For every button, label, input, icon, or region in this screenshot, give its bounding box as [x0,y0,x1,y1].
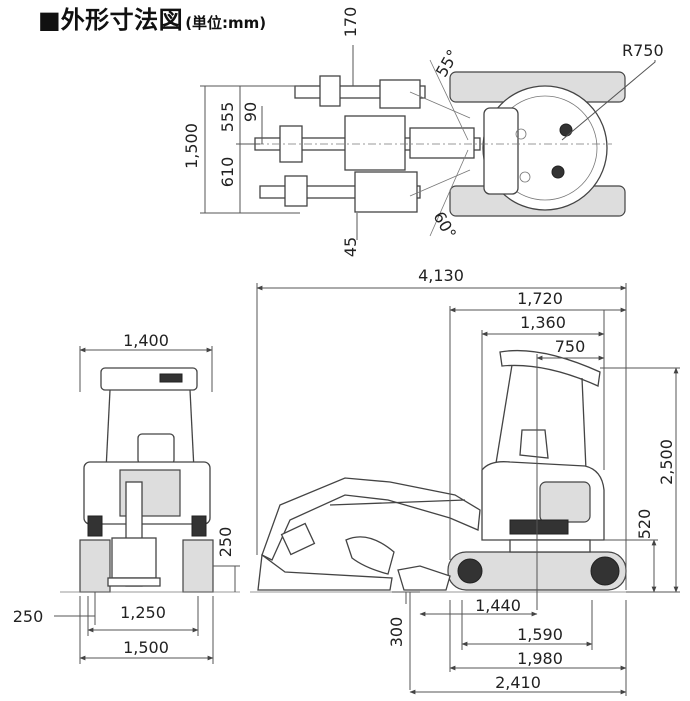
top-fitting-2 [551,165,565,179]
dim-side-1360: 1,360 [520,313,566,332]
side-blade [397,565,451,591]
top-cab [483,107,519,195]
front-canopy [100,367,198,391]
dim-top-170: 170 [341,7,360,38]
side-bucket [345,536,395,575]
title-square-mark: ■ [38,6,61,34]
dim-side-1980: 1,980 [517,649,563,668]
dim-front-track-width: 250 [13,607,44,626]
front-track-right [182,539,214,593]
front-seat [137,433,175,465]
dim-side-520: 520 [635,509,654,540]
top-fitting-1 [559,123,573,137]
dim-top-radius: R750 [622,41,664,60]
dim-top-width: 1,500 [182,123,201,169]
dim-top-offset-right: 610 [218,157,237,188]
dim-side-2410: 2,410 [495,673,541,692]
dim-side-1590: 1,590 [517,625,563,644]
side-seat [519,429,549,459]
dim-side-1720: 1,720 [517,289,563,308]
dim-side-height: 2,500 [657,439,676,485]
front-view: 1,400 250 250 1,250 1,500 [13,331,240,664]
top-fitting-4 [519,171,531,183]
dim-side-750: 750 [555,337,586,356]
dim-front-width: 1,400 [123,331,169,350]
dim-side-overall-length: 4,130 [418,266,464,285]
side-canopy [499,349,601,387]
unit-label: (単位:mm) [185,14,267,32]
dim-front-clearance: 250 [216,527,235,558]
front-track-left [79,539,111,593]
drawing-title: 外形寸法図 [60,6,184,34]
top-boom-lower [259,171,421,213]
front-bucket [107,577,161,587]
top-view: 1,500 555 610 90 170 45 55° 60° R750 [182,7,664,257]
top-boom-upper [294,75,426,109]
side-arm [257,553,393,591]
top-fitting-3 [515,128,527,140]
side-view: 4,130 1,720 1,360 750 2,500 520 [250,266,680,696]
top-boom-center [254,115,481,171]
dim-top-45: 45 [341,237,360,257]
dim-top-offset-left: 555 [218,102,237,133]
dim-top-90: 90 [241,102,260,122]
drawing-heading: ■ 外形寸法図 (単位:mm) [38,4,266,36]
dim-side-1440: 1,440 [475,596,521,615]
dim-front-overall-width: 1,500 [123,638,169,657]
dim-front-track-gauge: 1,250 [120,603,166,622]
dim-side-dig-depth: 300 [387,617,406,648]
